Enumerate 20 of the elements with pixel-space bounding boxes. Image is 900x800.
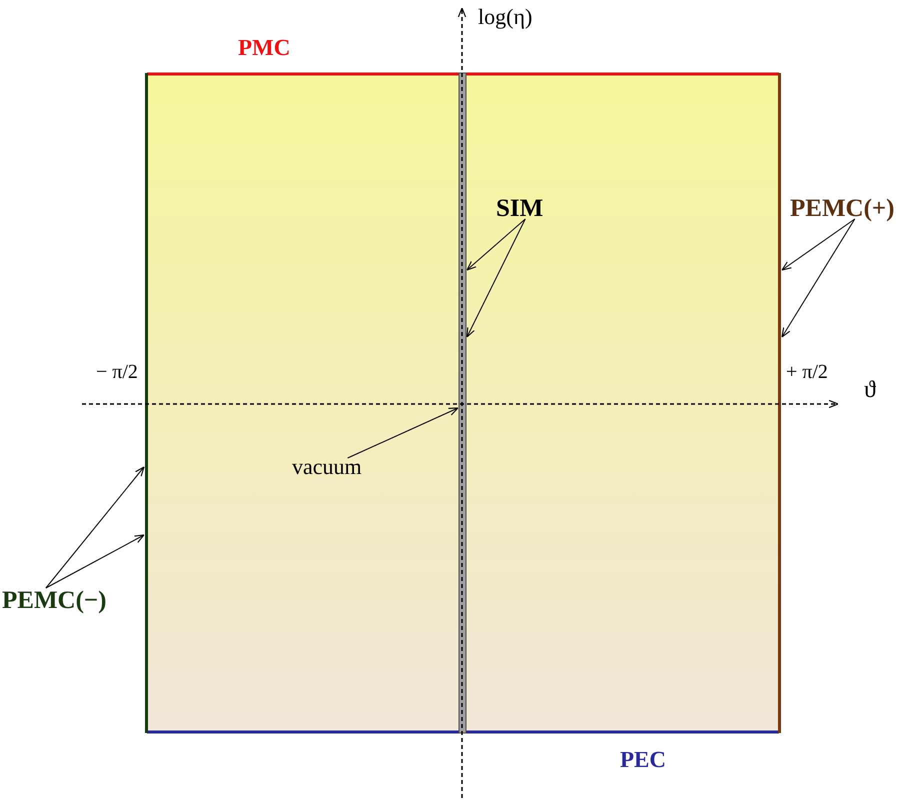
- callout-label: PEMC(−): [2, 588, 106, 613]
- callout-label: PEMC(+): [790, 196, 894, 221]
- boundary-label: PMC: [238, 36, 290, 59]
- leader-line: [781, 218, 856, 271]
- leader-line: [466, 218, 526, 338]
- tick-label: + π/2: [786, 362, 828, 382]
- callout-label: SIM: [496, 196, 544, 221]
- boundary-line: [145, 73, 148, 733]
- axis-label: ϑ: [864, 378, 876, 402]
- boundary-line: [778, 73, 781, 733]
- tick-label: − π/2: [96, 362, 138, 382]
- leader-line: [781, 218, 856, 338]
- leader-line: [45, 466, 145, 588]
- leader-line: [347, 407, 459, 458]
- boundary-label: PEC: [620, 748, 666, 771]
- callout-label: vacuum: [292, 456, 362, 478]
- leader-line: [45, 534, 145, 588]
- leader-line: [466, 218, 526, 271]
- axis-label: log(η): [478, 6, 532, 28]
- vacuum-strip: [458, 72, 466, 734]
